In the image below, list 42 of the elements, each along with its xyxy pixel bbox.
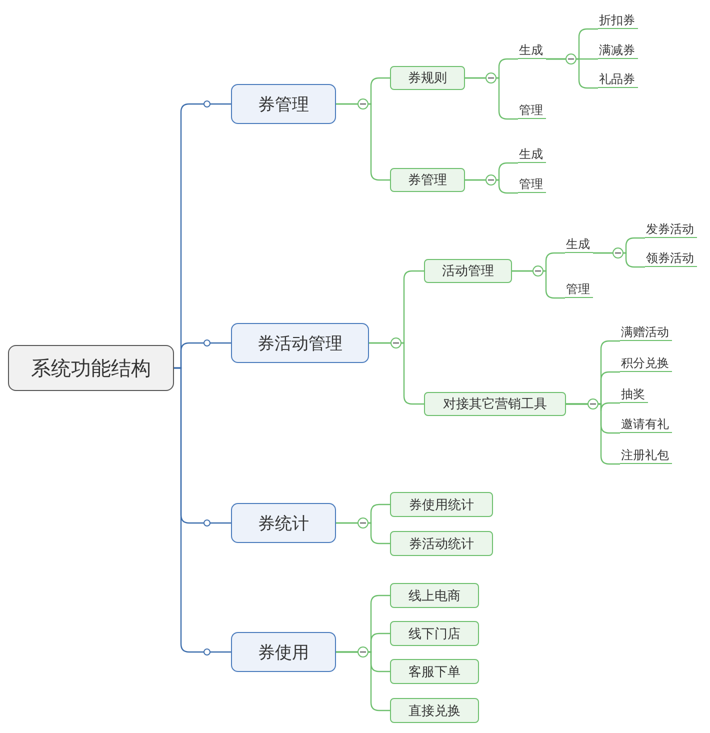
underlined-label: 生成: [565, 237, 593, 253]
underlined-label: 邀请有礼: [620, 417, 672, 433]
connector-line: [566, 403, 620, 465]
underlined-label: 注册礼包: [620, 448, 672, 464]
connector-line: [546, 58, 598, 89]
subtopic-box: 线上电商: [390, 583, 479, 608]
underlined-label: 生成: [518, 147, 546, 163]
connector-line: [512, 270, 565, 299]
connector-line: [465, 179, 518, 194]
connector-line: [336, 103, 390, 181]
underlined-label: 折扣券: [598, 13, 638, 29]
subtopic-box: 直接兑换: [390, 698, 479, 723]
connector-line: [369, 342, 424, 405]
subtopic-box: 券活动统计: [390, 531, 493, 556]
subtopic-box: 活动管理: [424, 259, 512, 283]
connector-line: [336, 522, 390, 544]
subtopic-box: 线下门店: [390, 621, 479, 646]
subtopic-box: 券规则: [390, 66, 465, 90]
underlined-label: 管理: [518, 103, 546, 119]
subtopic-box: 对接其它营销工具: [424, 392, 566, 416]
root-box: 系统功能结构: [8, 345, 174, 391]
topic-box: 券统计: [231, 503, 336, 543]
underlined-label: 生成: [518, 43, 546, 59]
subtopic-box: 券管理: [390, 168, 465, 192]
underlined-label: 管理: [518, 177, 546, 193]
underlined-label: 抽奖: [620, 387, 648, 403]
connector-line: [593, 252, 645, 268]
underlined-label: 满赠活动: [620, 325, 672, 341]
underlined-label: 管理: [565, 282, 593, 298]
underlined-label: 领券活动: [645, 251, 697, 267]
topic-box: 券使用: [231, 632, 336, 672]
underlined-label: 发券活动: [645, 222, 697, 238]
subtopic-box: 客服下单: [390, 659, 479, 684]
topic-box: 券管理: [231, 84, 336, 124]
connector-line: [465, 77, 518, 120]
subtopic-box: 券使用统计: [390, 492, 493, 517]
topic-box: 券活动管理: [231, 323, 369, 363]
connector-line: [174, 367, 231, 653]
connector-line: [336, 651, 390, 712]
underlined-label: 积分兑换: [620, 356, 672, 372]
underlined-label: 满减券: [598, 43, 638, 59]
underlined-label: 礼品券: [598, 72, 638, 88]
